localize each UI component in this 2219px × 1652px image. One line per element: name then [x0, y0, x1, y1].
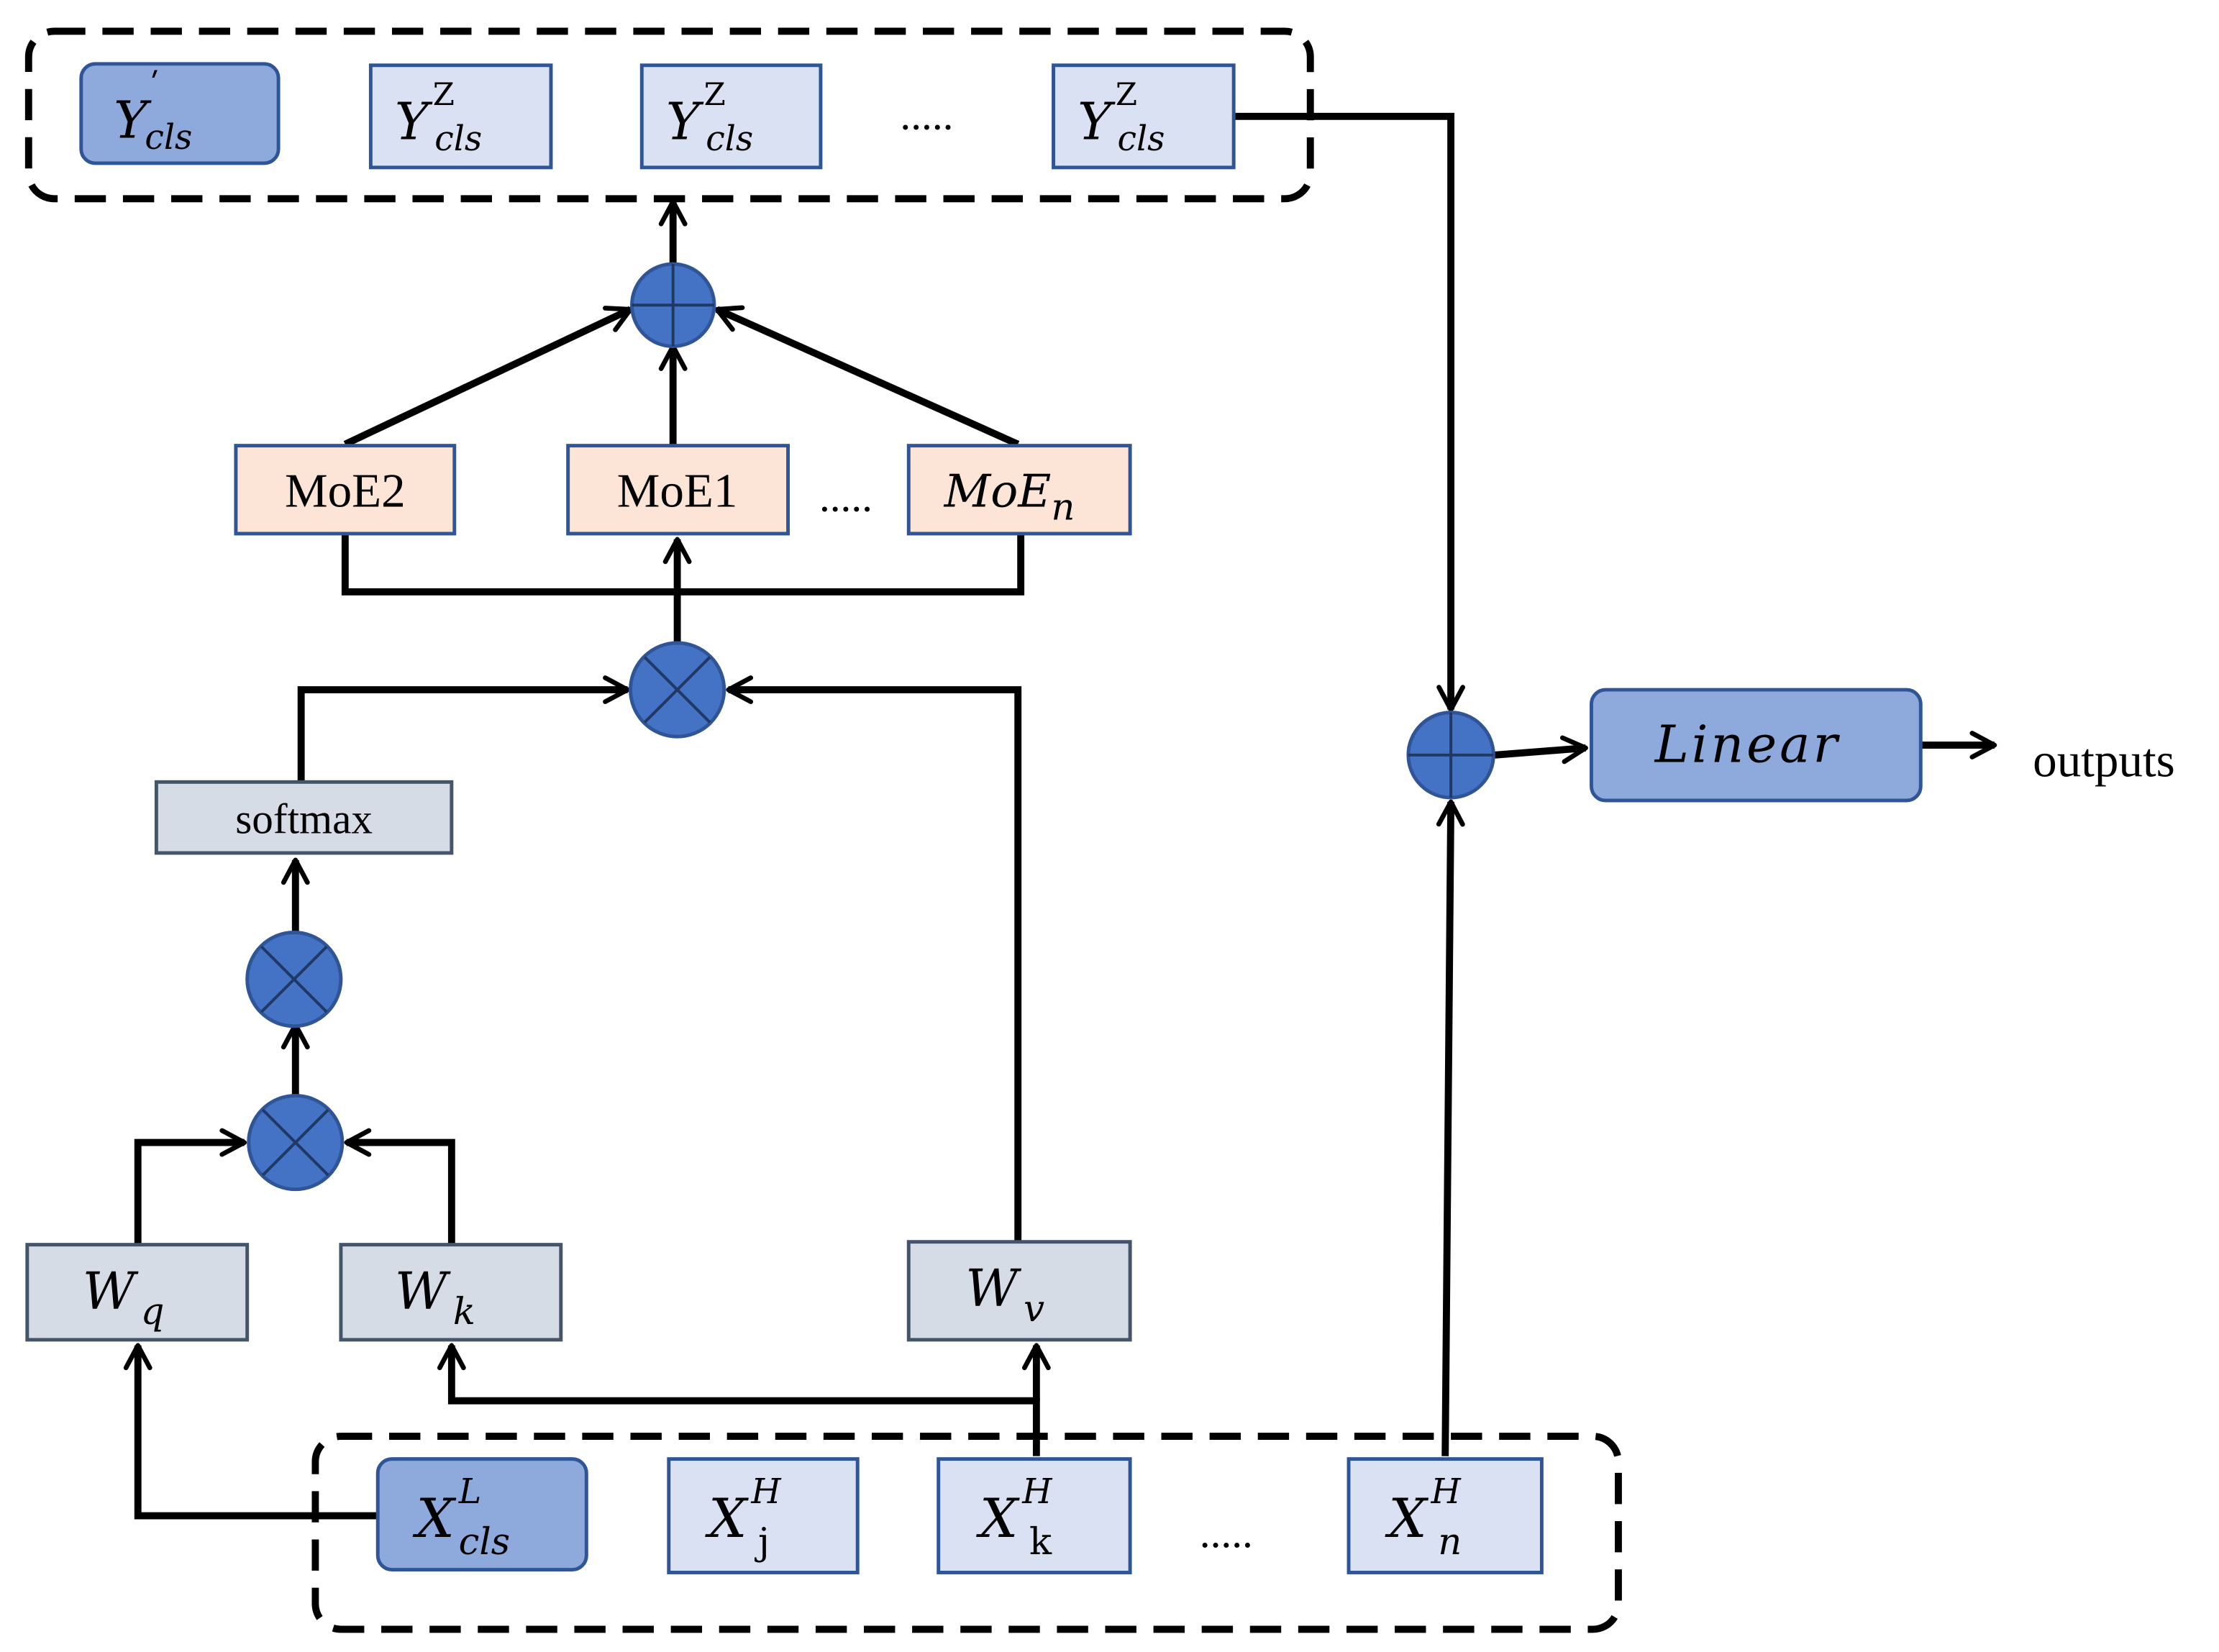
- bottom-group-container: [311, 1433, 1622, 1633]
- node-sup: ʹ: [150, 67, 159, 103]
- moe2-label: MoE2: [285, 463, 406, 517]
- connector-wq-to-mul3: [134, 1128, 247, 1243]
- wv-sub: v: [1024, 1287, 1044, 1331]
- node-sub: cls: [1117, 119, 1165, 159]
- top-ellipsis: .....: [900, 91, 953, 139]
- wq-sub: q: [141, 1290, 165, 1333]
- node-sub: cls: [459, 1520, 510, 1564]
- node-sub: cls: [706, 119, 753, 159]
- moe-ellipsis: .....: [819, 473, 872, 520]
- svg-text:Wq: Wq: [83, 1261, 165, 1333]
- node-sup: H: [750, 1472, 782, 1512]
- moe1-label: MoE1: [617, 463, 738, 517]
- node-sub: k: [1029, 1520, 1052, 1564]
- node-sup: H: [1431, 1472, 1462, 1512]
- softmax-label: softmax: [235, 795, 373, 842]
- wv-base: W: [965, 1258, 1021, 1318]
- connector-xcls-to-wq: [123, 1343, 378, 1520]
- connector-sum-to-linear: [1494, 735, 1588, 765]
- node-sup: L: [458, 1472, 481, 1512]
- multiply-operator-attention: [629, 641, 726, 739]
- node-base: X: [976, 1487, 1020, 1550]
- moen-sub: n: [1051, 485, 1075, 529]
- node-base: X: [705, 1487, 749, 1550]
- linear-label: Linear: [1654, 715, 1841, 775]
- moen-box: MoEn: [906, 444, 1132, 536]
- connector-moe2-to-sum: [343, 306, 633, 448]
- moe2-box: MoE2: [234, 444, 457, 536]
- node-sup: H: [1021, 1472, 1053, 1512]
- wk-base: W: [395, 1261, 451, 1320]
- svg-text:XHk: XHk: [976, 1472, 1053, 1564]
- connector-xn-to-right-sum: [1436, 799, 1465, 1456]
- sum-operator-top: [629, 262, 716, 348]
- moen-base: MoE: [944, 464, 1052, 517]
- node-sup: Z: [433, 77, 455, 113]
- node-base: X: [413, 1487, 457, 1550]
- outputs-label: outputs: [2033, 733, 2175, 787]
- node-sub: cls: [145, 118, 192, 158]
- multiply-operator-qk: [247, 1093, 345, 1192]
- svg-text:XHj: XHj: [705, 1472, 782, 1564]
- connector-moe-bus: [341, 534, 1025, 595]
- svg-text:Wv: Wv: [965, 1258, 1044, 1331]
- node-base: Y: [114, 90, 152, 150]
- node-base: Y: [395, 91, 433, 151]
- multiply-operator-scale: [245, 931, 343, 1028]
- node-sub: j: [755, 1520, 770, 1564]
- svg-text:MoEn: MoEn: [944, 464, 1075, 529]
- y-cls-prime-node: Yʹ cls: [79, 62, 281, 165]
- connector-moen-to-sum: [714, 305, 1020, 448]
- node-sup: Z: [704, 77, 726, 113]
- connector-ycls-to-right: [1235, 112, 1465, 712]
- connector-wv-to-mul: [726, 675, 1022, 1243]
- node-sup: Z: [1116, 77, 1137, 113]
- svg-text:XHn: XHn: [1385, 1472, 1462, 1564]
- sum-operator-right: [1406, 711, 1495, 800]
- softmax-box: softmax: [154, 780, 454, 855]
- wk-sub: k: [453, 1290, 475, 1333]
- moe1-box: MoE1: [566, 444, 790, 536]
- node-sub: cls: [434, 119, 482, 159]
- bottom-ellipsis: .....: [1200, 1509, 1253, 1556]
- connector-softmax-to-mul: [297, 675, 630, 781]
- svg-text:Wk: Wk: [395, 1261, 475, 1333]
- connector-xk-to-wk: [437, 1343, 1036, 1405]
- node-sub: n: [1438, 1520, 1462, 1564]
- linear-box: Linear: [1589, 688, 1923, 803]
- node-base: Y: [1077, 91, 1116, 151]
- connector-wk-to-mul3: [344, 1128, 455, 1243]
- node-base: X: [1385, 1487, 1429, 1550]
- wq-base: W: [83, 1261, 139, 1320]
- node-base: Y: [666, 91, 704, 151]
